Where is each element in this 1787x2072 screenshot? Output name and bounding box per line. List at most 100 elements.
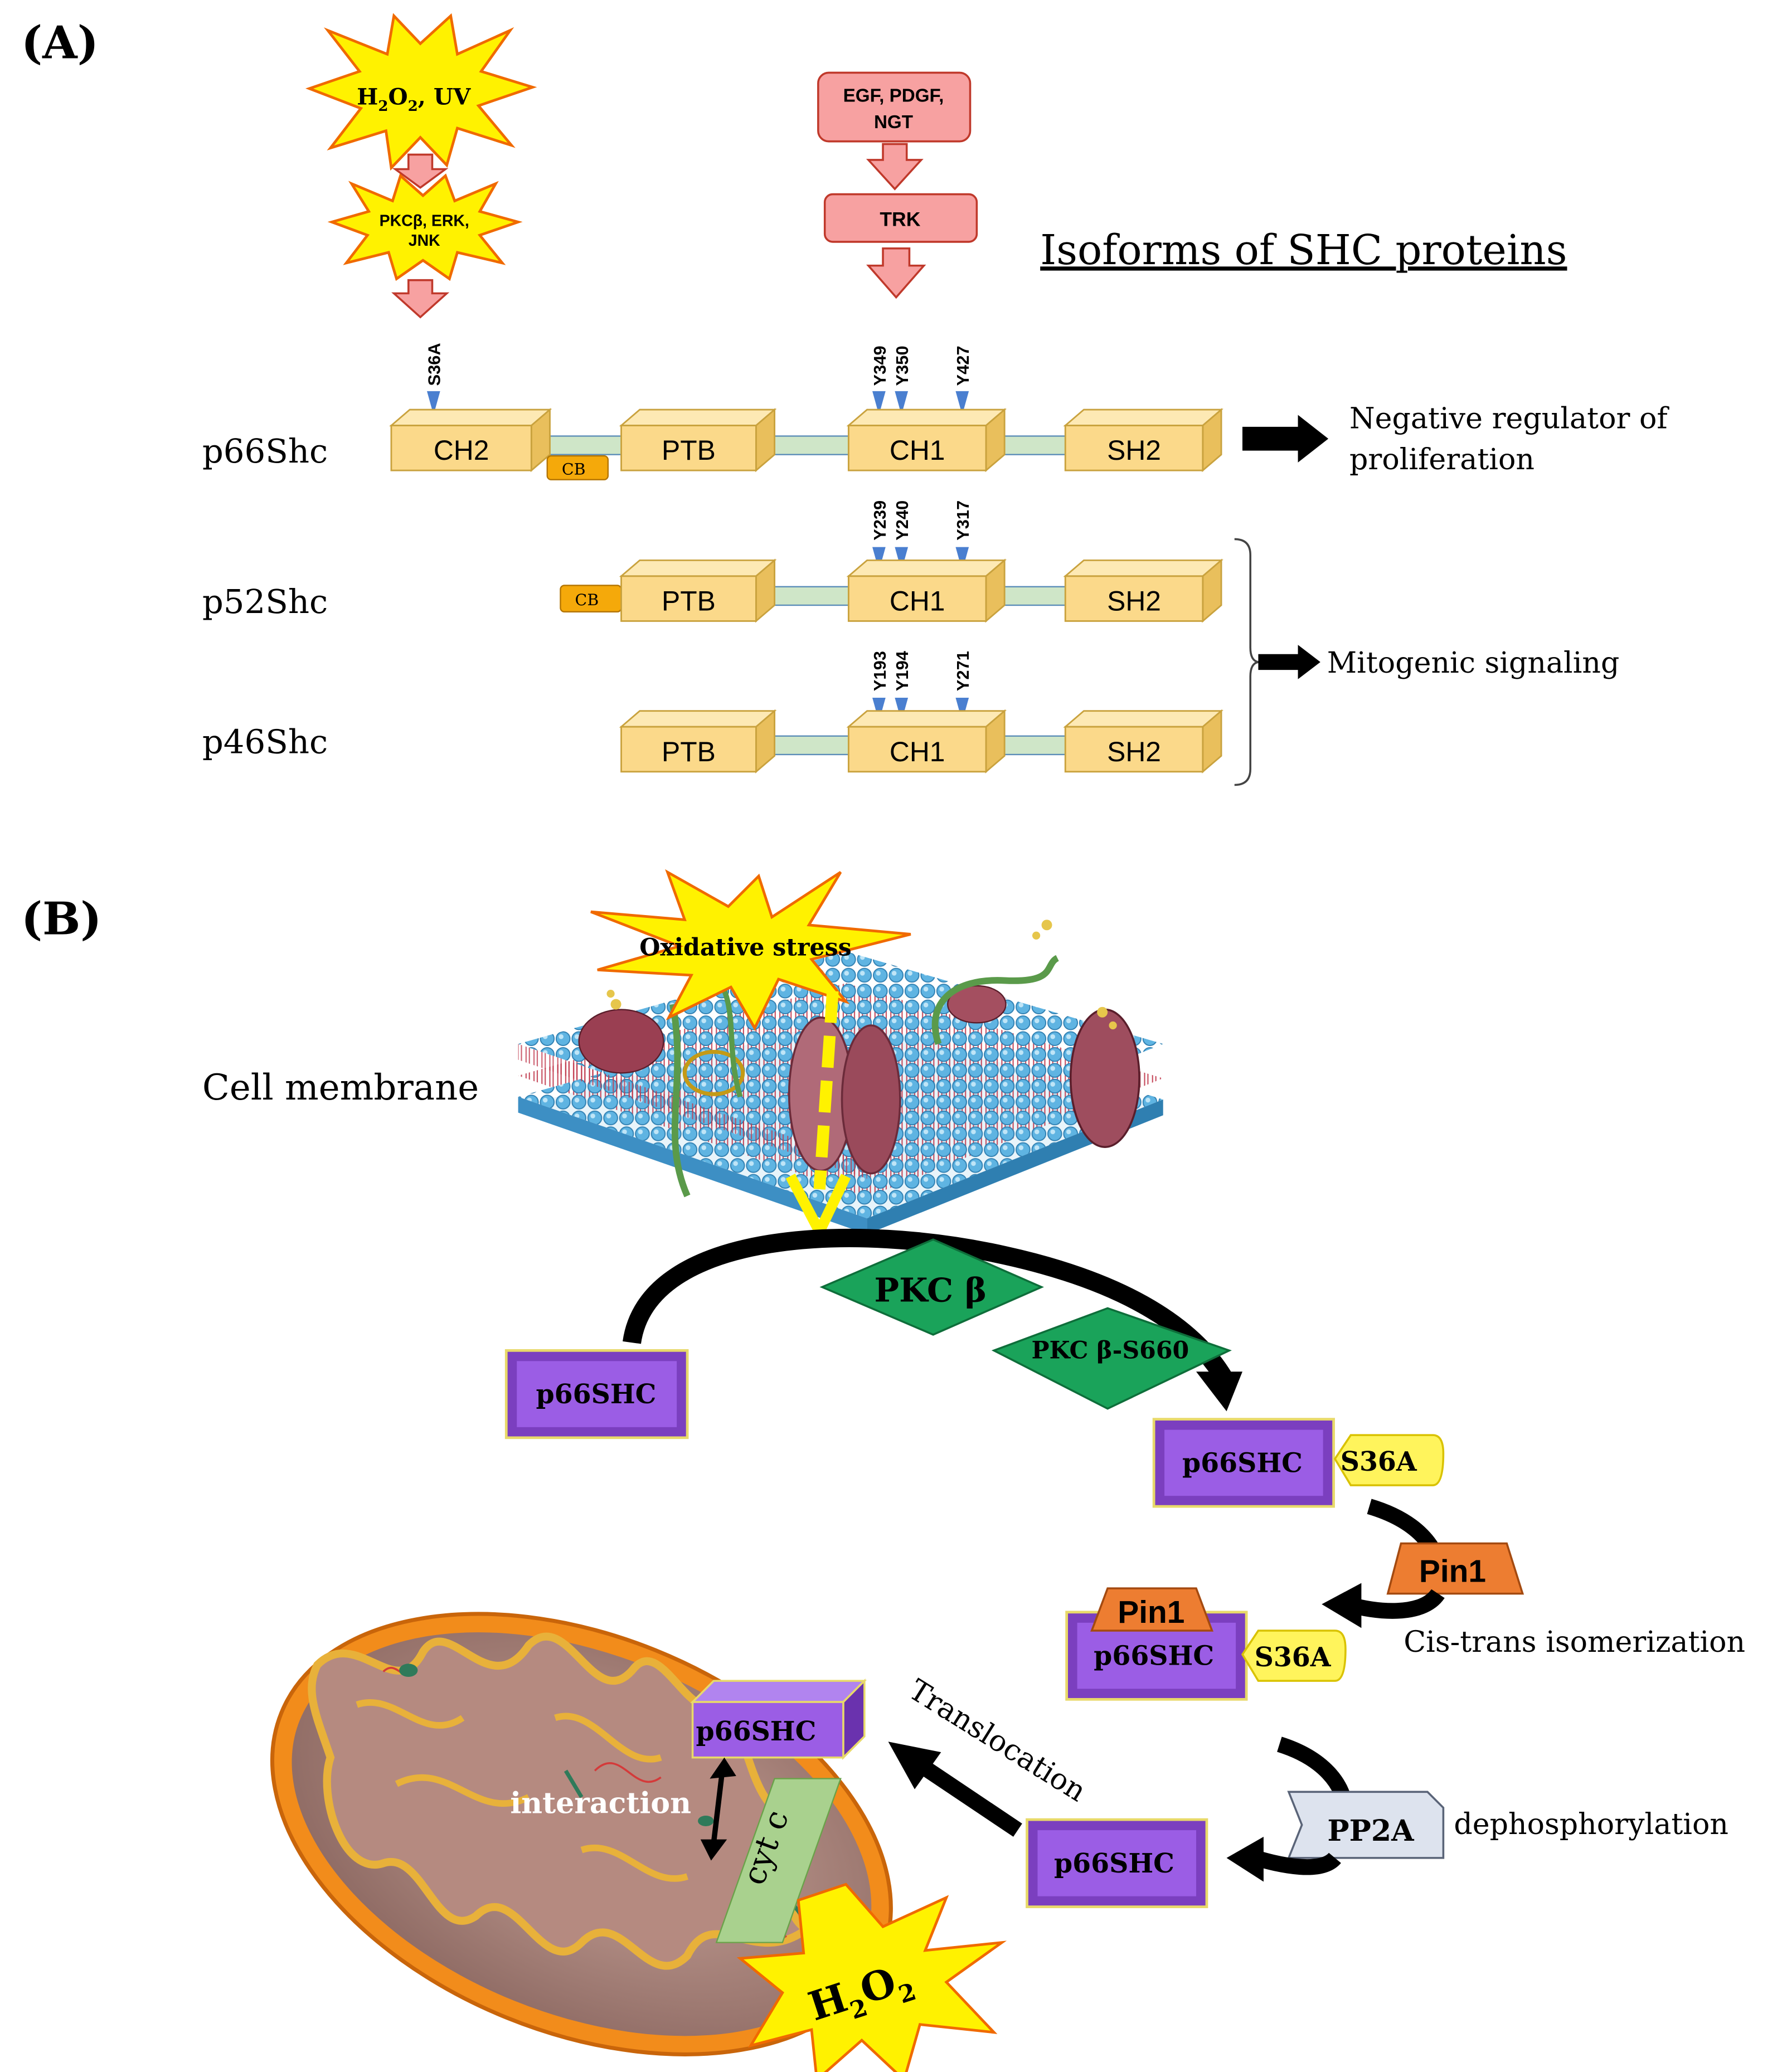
interaction-double-arrow <box>711 1776 725 1842</box>
pp2a-label: PP2A <box>1327 1814 1415 1848</box>
domain-ch1: CH1 <box>846 407 1007 473</box>
translocation-arrow <box>912 1756 1022 1837</box>
trk-label: TRK <box>880 208 920 230</box>
site-marker <box>955 391 969 415</box>
isoform-name-p46: p46Shc <box>202 723 328 761</box>
domain-sh2: SH2 <box>1063 407 1223 473</box>
growth-factors-line2: NGT <box>874 112 913 133</box>
site-label-y194: Y194 <box>892 651 912 691</box>
panel-b: (B) Cell mem <box>21 869 1745 2072</box>
site-marker <box>872 391 886 415</box>
site-marker <box>872 697 886 722</box>
kinase-label-line1: PKCβ, ERK, <box>380 212 469 230</box>
linker <box>766 735 860 756</box>
linker <box>993 735 1077 756</box>
p52-domain-row: CB PTB CH1 SH2 <box>560 558 1223 623</box>
domain-sh2: SH2 <box>1063 558 1223 623</box>
p66shc-label: p66SHC <box>1054 1848 1174 1879</box>
domain-label-cb: CB <box>562 460 586 478</box>
pkc-beta-label: PKC β <box>875 1271 987 1310</box>
site-marker <box>895 391 909 415</box>
h2o2-burst <box>736 1883 1007 2072</box>
p52-site-markers: Y239 Y240 Y317 <box>870 500 973 571</box>
site-marker <box>895 697 909 722</box>
pin1-free-label: Pin1 <box>1419 1553 1486 1589</box>
translocation-label: Translocation <box>903 1673 1092 1808</box>
p66shc-label: p66SHC <box>1094 1641 1214 1672</box>
interaction-arrowhead-down <box>700 1839 727 1861</box>
domain-cb: CB <box>546 455 609 480</box>
s36a-tag <box>1241 1630 1347 1682</box>
kinase-label-line2: JNK <box>409 232 440 250</box>
site-marker <box>955 547 969 571</box>
domain-label-ptb: PTB <box>662 736 716 767</box>
domain-label-sh2: SH2 <box>1107 736 1161 767</box>
p46-site-markers: Y193 Y194 Y271 <box>870 651 973 722</box>
site-marker <box>872 547 886 571</box>
interaction-arrowhead-up <box>710 1757 736 1779</box>
site-marker <box>426 391 440 415</box>
domain-sh2: SH2 <box>1063 709 1223 774</box>
mitogenic-arrow <box>1258 645 1320 679</box>
linker <box>993 435 1077 455</box>
mitogenic-label: Mitogenic signaling <box>1327 646 1620 680</box>
domain-ch2: CH2 <box>389 407 552 473</box>
site-marker <box>895 547 909 571</box>
isoform-bracket <box>1234 538 1259 786</box>
p66-outcome-line1: Negative regulator of <box>1349 402 1669 435</box>
p66-outcome-arrow <box>1242 415 1329 463</box>
domain-label-sh2: SH2 <box>1107 585 1161 616</box>
oxidative-stress-label: Oxidative stress <box>639 933 851 961</box>
translocation-arrowhead <box>888 1742 941 1789</box>
panel-b-label: (B) <box>21 892 101 945</box>
site-label-y349: Y349 <box>870 346 890 386</box>
site-label-y239: Y239 <box>870 500 890 541</box>
domain-ch1: CH1 <box>846 558 1007 623</box>
linker <box>538 435 633 455</box>
dephosphorylation-label: dephosphorylation <box>1454 1808 1728 1841</box>
stress-stimulus-label: H2O2, UV <box>357 83 471 115</box>
domain-label-cb: CB <box>575 591 599 609</box>
trk-receptor-box <box>823 193 978 243</box>
site-label-y271: Y271 <box>953 651 973 691</box>
s36a-tag <box>1333 1434 1445 1486</box>
pkc-beta-s660-diamond <box>991 1307 1232 1410</box>
domain-label-ch1: CH1 <box>890 435 945 466</box>
interaction-label: interaction <box>510 1786 691 1820</box>
linker <box>993 586 1077 606</box>
isomerization-label: Cis-trans isomerization <box>1404 1626 1745 1659</box>
dephosphorylation-curve-arrow <box>1253 1850 1341 1875</box>
domain-label-ptb: PTB <box>662 435 716 466</box>
site-label-y240: Y240 <box>892 500 912 541</box>
site-label-y427: Y427 <box>953 346 973 386</box>
site-label-s36a: S36A <box>425 343 444 386</box>
p66shc-box-phosphorylated: p66SHC S36A <box>1152 1418 1445 1508</box>
site-label-y317: Y317 <box>953 500 973 541</box>
p66shc-label: p66SHC <box>1182 1447 1303 1478</box>
p66-domain-row: CH2 CB PTB CH1 SH2 <box>389 407 1223 480</box>
isomerization-curve-arrow <box>1346 1588 1445 1619</box>
panel-a-title: Isoforms of SHC proteins <box>1040 227 1567 274</box>
pkc-beta-s660-label: PKC β-S660 <box>1031 1337 1189 1365</box>
domain-ch1: CH1 <box>846 709 1007 774</box>
kinase-down-arrow <box>391 279 450 319</box>
linker <box>766 586 860 606</box>
p66-site-markers: S36A Y349 Y350 Y427 <box>425 343 973 415</box>
isomerization-arrowhead <box>1322 1583 1362 1628</box>
growth-factors-box <box>817 71 972 143</box>
domain-label-ch1: CH1 <box>890 585 945 616</box>
trk-down-arrow <box>866 247 926 299</box>
panel-a: (A) H2O2, UV PKCβ, ERK, JNK EGF, PDGF, N… <box>21 13 1669 786</box>
stress-path-dashed-arrow <box>813 990 839 1190</box>
isoform-name-p52: p52Shc <box>202 582 328 621</box>
domain-ptb: PTB <box>619 558 777 623</box>
stress-stimulus-burst <box>305 13 537 171</box>
linker <box>766 435 860 455</box>
pkc-curve-arrowhead <box>1196 1371 1242 1412</box>
pkc-activation-curve <box>623 1228 1238 1392</box>
oxidative-stress-burst <box>590 869 911 1031</box>
membrane-label: Cell membrane <box>202 1067 479 1108</box>
domain-label-ch1: CH1 <box>890 736 945 767</box>
s36a-label: S36A <box>1341 1446 1417 1477</box>
